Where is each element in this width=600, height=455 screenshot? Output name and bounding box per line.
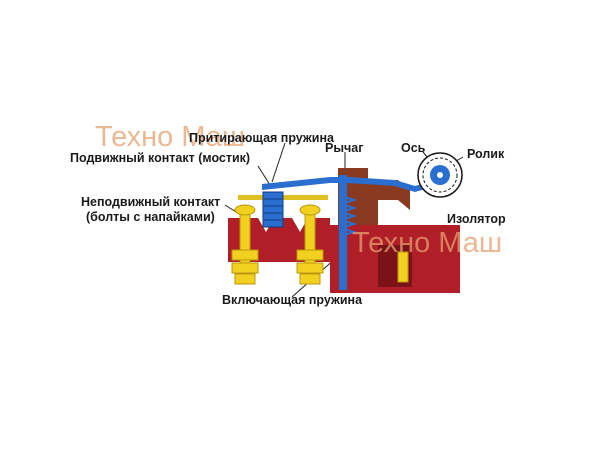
bolt-nut-right-3 bbox=[299, 273, 321, 285]
label-fixed-contact-2: (болты с напайками) bbox=[86, 210, 215, 224]
bolt-nut-left-3 bbox=[234, 273, 256, 285]
label-roller: Ролик bbox=[467, 147, 505, 161]
label-fixed-contact-1: Неподвижный контакт bbox=[81, 195, 221, 209]
fixed-contact-bolts bbox=[231, 204, 409, 285]
bolt-head-right bbox=[299, 204, 321, 216]
pressing-spring bbox=[262, 191, 284, 228]
bolt-shaft-left bbox=[239, 211, 251, 271]
bolt-nut-right-1 bbox=[296, 249, 324, 261]
label-axis: Ось bbox=[401, 141, 426, 155]
bolt-nut-left-1 bbox=[231, 249, 259, 261]
lever-arm bbox=[262, 177, 435, 192]
pressing-spring-coils bbox=[264, 198, 282, 221]
label-insulator: Изолятор bbox=[447, 212, 506, 226]
label-closing-spring: Включающая пружина bbox=[222, 293, 363, 307]
leader-pressing-spring bbox=[271, 142, 286, 183]
bolt-shaft-right bbox=[304, 211, 316, 271]
insulator-bolt bbox=[397, 251, 409, 283]
closing-spring bbox=[337, 195, 358, 237]
label-moving-contact: Подвижный контакт (мостик) bbox=[70, 151, 251, 165]
roller-inner-ring bbox=[422, 157, 458, 193]
label-pressing-spring: Притирающая пружина bbox=[189, 131, 334, 145]
lever-rod bbox=[339, 175, 347, 290]
bolt-nut-left-2 bbox=[231, 262, 259, 274]
leader-moving-contact bbox=[257, 165, 271, 186]
axis-pin bbox=[437, 172, 443, 178]
label-lever: Рычаг bbox=[325, 141, 364, 155]
bolt-nut-right-2 bbox=[296, 262, 324, 274]
bolt-head-left bbox=[234, 204, 256, 216]
